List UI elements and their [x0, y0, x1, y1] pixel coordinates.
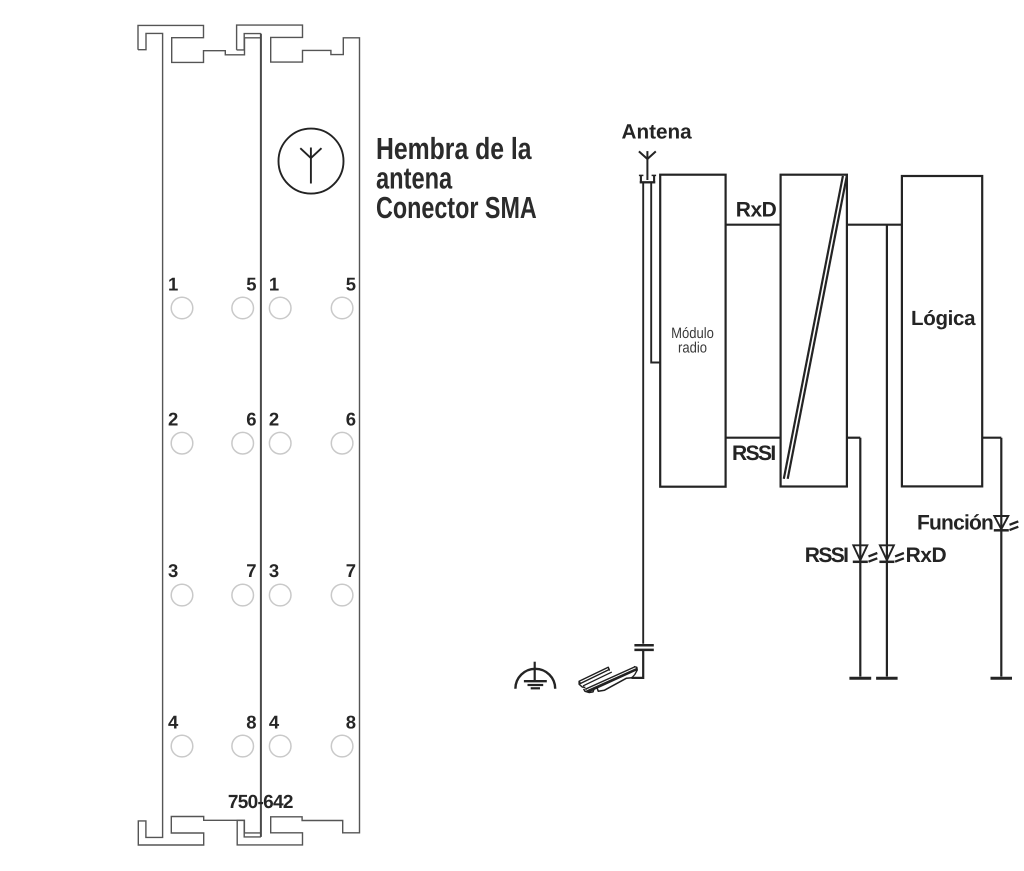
- svg-text:Antena: Antena: [622, 120, 693, 143]
- svg-text:RSSI: RSSI: [805, 544, 848, 567]
- svg-text:Hembra de la: Hembra de la: [376, 132, 532, 166]
- svg-text:7: 7: [246, 560, 256, 581]
- svg-text:antena: antena: [376, 162, 453, 196]
- svg-text:6: 6: [346, 409, 356, 430]
- svg-text:Función: Función: [917, 512, 993, 535]
- svg-text:Módulo: Módulo: [671, 325, 714, 342]
- svg-text:750-642: 750-642: [228, 792, 293, 813]
- svg-text:8: 8: [246, 711, 256, 732]
- svg-text:2: 2: [168, 409, 178, 430]
- svg-text:Lógica: Lógica: [911, 307, 976, 330]
- svg-text:RSSI: RSSI: [732, 442, 775, 465]
- svg-text:3: 3: [269, 560, 279, 581]
- svg-text:RxD: RxD: [906, 544, 947, 567]
- svg-text:Conector SMA: Conector SMA: [376, 191, 537, 225]
- svg-text:4: 4: [269, 711, 280, 732]
- svg-text:RxD: RxD: [736, 199, 777, 222]
- svg-text:1: 1: [168, 273, 178, 294]
- svg-text:5: 5: [346, 273, 356, 294]
- svg-text:5: 5: [246, 273, 256, 294]
- svg-text:4: 4: [168, 711, 179, 732]
- svg-text:radio: radio: [678, 340, 707, 357]
- svg-text:8: 8: [346, 711, 356, 732]
- svg-text:1: 1: [269, 273, 279, 294]
- svg-text:2: 2: [269, 409, 279, 430]
- svg-text:6: 6: [246, 409, 256, 430]
- svg-text:3: 3: [168, 560, 178, 581]
- svg-text:7: 7: [346, 560, 356, 581]
